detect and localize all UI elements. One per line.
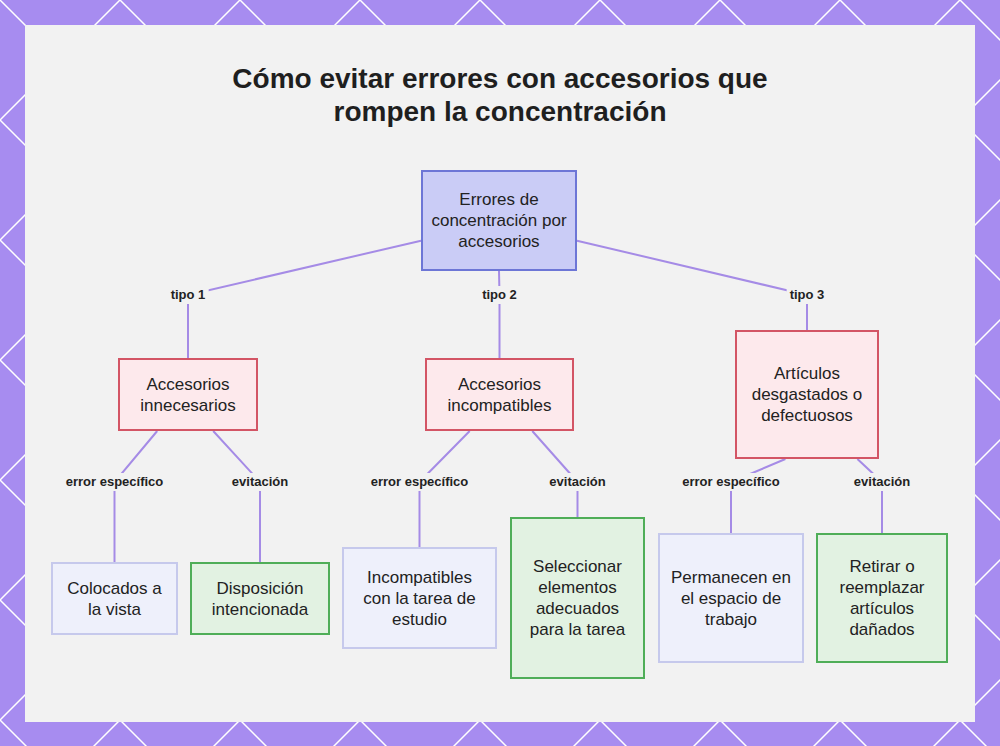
connector-line xyxy=(188,241,421,358)
connector-line xyxy=(577,241,807,330)
category-box: Accesorios incompatibles xyxy=(425,358,574,431)
box-text: Accesorios innecesarios xyxy=(128,374,248,416)
connector-line xyxy=(115,431,158,562)
error-box: Incompatibles con la tarea de estudio xyxy=(342,547,497,649)
box-text: Incompatibles con la tarea de estudio xyxy=(352,567,487,630)
edge-label: evitación xyxy=(851,473,913,491)
connector-line xyxy=(498,271,501,358)
box-text: Permanecen en el espacio de trabajo xyxy=(668,567,794,630)
edge-label: error específico xyxy=(679,473,783,491)
avoidance-box: Seleccionar elementos adecuados para la … xyxy=(510,517,645,679)
box-text: Accesorios incompatibles xyxy=(435,374,564,416)
diagram-title: Cómo evitar errores con accesorios que r… xyxy=(230,62,770,128)
avoidance-box: Retirar o reemplazar artículos dañados xyxy=(816,533,948,663)
connector-line xyxy=(731,459,785,533)
edge-label: evitación xyxy=(546,473,608,491)
box-text: Seleccionar elementos adecuados para la … xyxy=(520,556,635,640)
category-box: Artículos desgastados o defectuosos xyxy=(735,330,879,459)
box-text: Errores de concentración por accesorios xyxy=(431,189,567,252)
box-text: Colocados a la vista xyxy=(61,578,168,620)
avoidance-box: Disposición intencionada xyxy=(190,562,330,635)
edge-label: evitación xyxy=(229,473,291,491)
connector-line xyxy=(213,431,260,562)
box-text: Disposición intencionada xyxy=(200,578,320,620)
connector-line xyxy=(857,459,882,533)
edge-label: tipo 3 xyxy=(787,286,828,304)
box-text: Artículos desgastados o defectuosos xyxy=(745,363,869,426)
error-box: Permanecen en el espacio de trabajo xyxy=(658,533,804,663)
edge-label: tipo 1 xyxy=(168,286,209,304)
edge-label: error específico xyxy=(368,473,472,491)
edge-label: tipo 2 xyxy=(479,286,520,304)
box-text: Retirar o reemplazar artículos dañados xyxy=(826,556,938,640)
error-box: Colocados a la vista xyxy=(51,562,178,635)
root-box: Errores de concentración por accesorios xyxy=(421,170,577,271)
edge-label: error específico xyxy=(63,473,167,491)
category-box: Accesorios innecesarios xyxy=(118,358,258,431)
